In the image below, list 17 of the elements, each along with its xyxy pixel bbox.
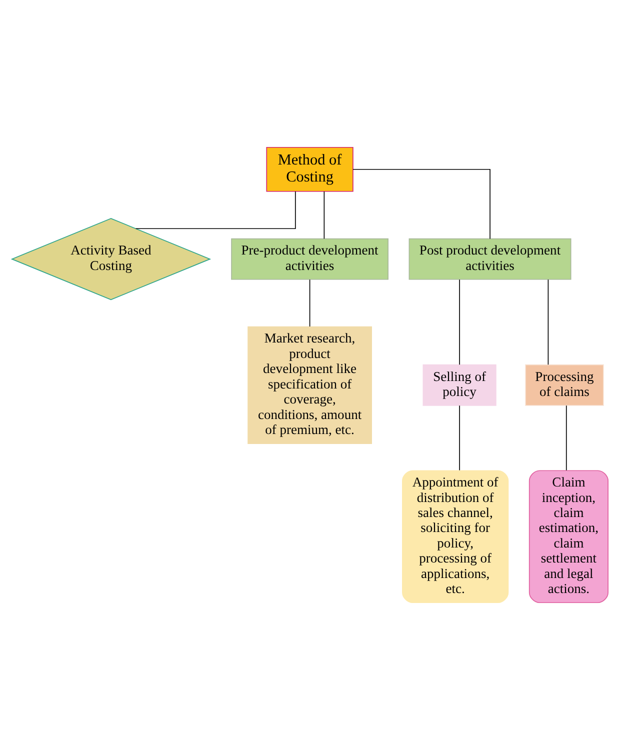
- connector: [548, 279, 549, 366]
- connector: [459, 405, 460, 471]
- node-box: Processing of claims: [525, 364, 604, 406]
- node-box: Selling of policy: [422, 364, 496, 406]
- connector: [135, 191, 296, 230]
- connector: [309, 279, 310, 327]
- node-diamond: Activity Based Costing: [10, 218, 212, 300]
- node-box: Claim inception, claim estimation, claim settlement and legal actions.: [528, 470, 608, 604]
- connector: [459, 279, 460, 366]
- node-box: Pre-product development activities: [231, 238, 388, 280]
- connector: [324, 191, 325, 240]
- connector: [566, 405, 567, 471]
- node-box: Method of Costing: [266, 146, 354, 192]
- node-box: Post product development activities: [408, 238, 572, 280]
- connector: [352, 168, 490, 240]
- node-box: Appointment of distribution of sales channel, soliciting for policy, processing of applications, etc.: [402, 470, 509, 604]
- node-box: Market research, product development like specification of coverage, conditions, amount of premium, etc.: [248, 326, 372, 444]
